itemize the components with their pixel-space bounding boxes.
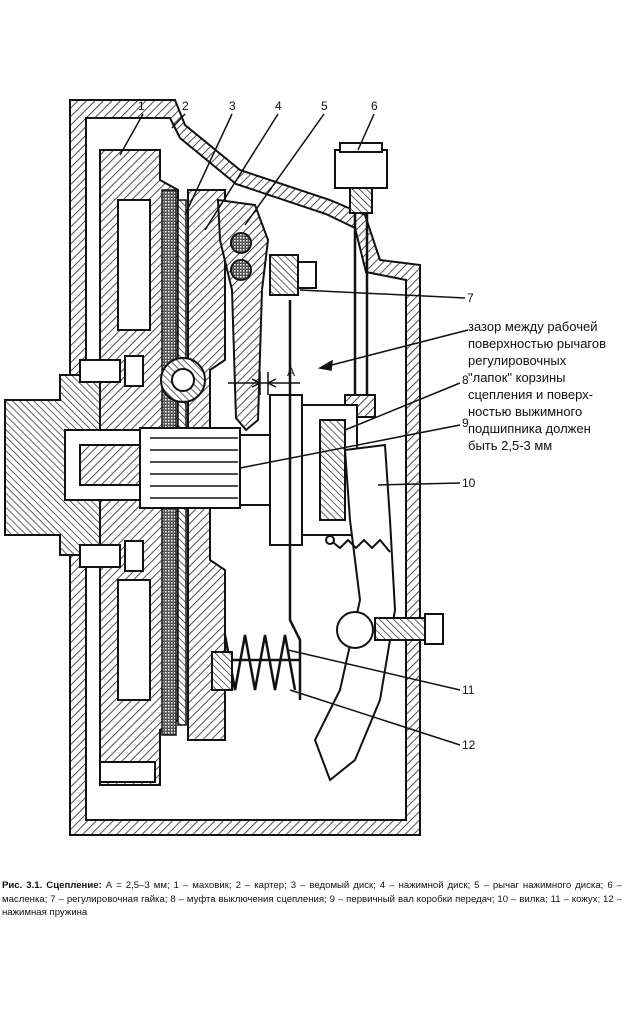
release-fork [313, 443, 444, 782]
callout-12: 12 [462, 738, 476, 752]
figure-caption: Рис. 3.1. Сцепление: А = 2,5–3 мм; 1 – м… [2, 879, 622, 920]
callout-8: 8 [462, 373, 469, 387]
callout-4: 4 [275, 99, 282, 113]
annotation-line: ностью выжимного [468, 404, 583, 419]
callout-6: 6 [371, 99, 378, 113]
pilot-bearing [160, 357, 206, 403]
annotation-line: "лапок" корзины [468, 370, 566, 385]
annotation-line: сцепления и поверх- [468, 387, 594, 402]
gap-annotation: зазор между рабочей поверхностью рычагов… [468, 318, 628, 454]
callout-7: 7 [467, 291, 474, 305]
callout-11: 11 [462, 683, 475, 697]
bolts [79, 355, 156, 783]
annotation-line: зазор между рабочей [468, 319, 598, 334]
gap-label: A [287, 365, 295, 379]
callout-1: 1 [138, 99, 145, 113]
input-shaft [139, 394, 303, 546]
return-spring [325, 535, 391, 553]
annotation-line: подшипника должен [468, 421, 591, 436]
callout-numbers: 1 2 3 4 5 6 7 8 9 10 11 12 [138, 99, 476, 752]
annotation-line: быть 2,5-3 мм [468, 438, 553, 453]
gap-dimension [228, 329, 469, 395]
callout-2: 2 [182, 99, 189, 113]
clutch-assembly-drawing: A 1 2 3 4 5 6 7 8 9 10 11 12 [4, 99, 476, 836]
callout-10: 10 [462, 476, 476, 490]
pressure-spring [211, 634, 300, 691]
shaft-hub [4, 374, 151, 556]
callout-3: 3 [229, 99, 236, 113]
annotation-line: поверхностью рычагов [468, 336, 607, 351]
release-lever [216, 198, 270, 432]
adjusting-nut [269, 254, 317, 296]
leader-lines [119, 113, 466, 746]
callout-5: 5 [321, 99, 328, 113]
grease-fitting [334, 142, 388, 418]
annotation-line: регулировочных [468, 353, 567, 368]
clutch-cover [288, 300, 302, 700]
callout-9: 9 [462, 416, 469, 430]
caption-label: Рис. 3.1. Сцепление: [2, 880, 102, 891]
caption-text: А = 2,5–3 мм; 1 – маховик; 2 – картер; 3… [2, 880, 622, 918]
